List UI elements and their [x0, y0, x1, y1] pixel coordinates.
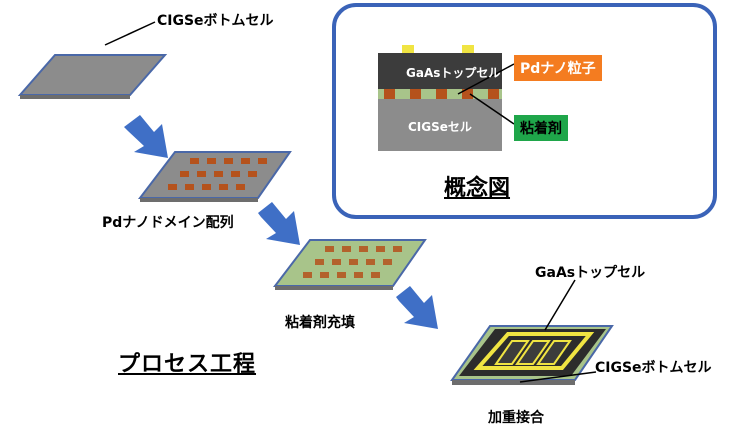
- process-title: プロセス工程: [118, 352, 257, 377]
- top-cell-label: GaAsトップセル: [535, 265, 646, 281]
- step1-plate: [17, 21, 168, 99]
- concept-top-layer: GaAsトップセル: [406, 66, 501, 80]
- adhesive-tag: 粘着剤: [514, 115, 568, 141]
- step4-stack: [450, 279, 614, 385]
- bottom-cell-label: CIGSeボトムセル: [595, 360, 712, 376]
- arrow-3: [396, 286, 438, 329]
- pd-tag: Pdナノ粒子: [514, 55, 602, 81]
- concept-bottom-layer: CIGSeセル: [408, 120, 472, 134]
- step2-label: Pdナノドメイン配列: [102, 215, 234, 231]
- step1-label: CIGSeボトムセル: [157, 13, 274, 29]
- step3-plate: [272, 239, 427, 290]
- arrow-2: [258, 202, 300, 245]
- step2-plate: [137, 151, 292, 202]
- concept-title: 概念図: [444, 176, 511, 201]
- step4-label: 加重接合: [488, 410, 544, 426]
- step3-label: 粘着剤充填: [285, 315, 355, 331]
- concept-box: [332, 3, 717, 219]
- arrow-1: [124, 115, 168, 158]
